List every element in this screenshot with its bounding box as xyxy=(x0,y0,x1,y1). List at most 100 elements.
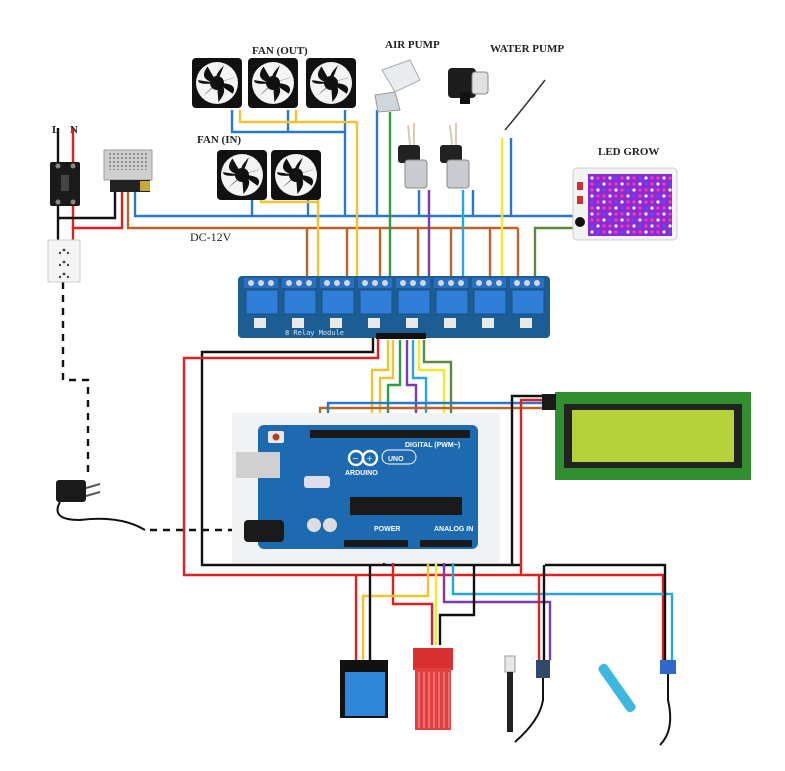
led-dot xyxy=(662,188,666,192)
label-led-grow: LED GROW xyxy=(598,146,659,158)
wire-dc12-drops xyxy=(305,228,520,278)
led-dot xyxy=(596,206,600,210)
led-dot xyxy=(668,206,672,210)
air-pump xyxy=(374,59,421,113)
led-dot xyxy=(590,212,594,216)
led-dot xyxy=(662,194,666,198)
led-dot xyxy=(626,224,630,228)
wires xyxy=(56,79,674,660)
led-dot xyxy=(638,218,642,222)
led-dot xyxy=(638,224,642,228)
arduino-logo-icon: − + xyxy=(347,449,379,467)
led-dot xyxy=(644,218,648,222)
wire-a2 xyxy=(442,540,552,660)
led-dot xyxy=(650,200,654,204)
led-dot xyxy=(632,194,636,198)
led-dot xyxy=(650,212,654,216)
led-dot xyxy=(638,230,642,234)
wire-psu-neutral xyxy=(73,192,124,230)
fan-out-2-icon xyxy=(248,58,298,108)
led-dot xyxy=(620,194,624,198)
arduino-model: UNO xyxy=(388,456,404,463)
wire-psu-live xyxy=(58,192,117,220)
wire-a0 xyxy=(361,540,430,660)
led-dot xyxy=(632,212,636,216)
led-dot xyxy=(632,218,636,222)
led-dot xyxy=(608,212,612,216)
led-dot xyxy=(632,224,636,228)
led-dot xyxy=(638,188,642,192)
led-dot xyxy=(626,218,630,222)
led-dot xyxy=(596,200,600,204)
led-dot xyxy=(626,212,630,216)
led-dot xyxy=(602,188,606,192)
led-dot xyxy=(650,194,654,198)
led-dot xyxy=(632,176,636,180)
relay-channel-7 xyxy=(472,278,507,328)
arduino-brand: ARDUINO xyxy=(345,470,378,477)
led-dot xyxy=(656,206,660,210)
relay-channel-8 xyxy=(510,278,545,328)
wire-relay-gnd xyxy=(200,338,520,567)
label-live: L xyxy=(52,124,59,136)
wire-ctrl-7 xyxy=(422,340,453,430)
svg-text:−: − xyxy=(352,454,359,463)
led-dot xyxy=(644,230,648,234)
led-dot xyxy=(614,188,618,192)
label-neutral: N xyxy=(70,124,78,136)
led-dot xyxy=(614,218,618,222)
wire-lcd-vcc xyxy=(519,398,545,575)
led-dot xyxy=(644,176,648,180)
label-dc-12v: DC-12V xyxy=(190,230,232,244)
led-dot xyxy=(602,182,606,186)
wire-sensor-gnd-bus xyxy=(368,563,667,660)
led-dot xyxy=(620,230,624,234)
svg-text:+: + xyxy=(366,454,373,463)
led-dot xyxy=(614,182,618,186)
fan-in-2-icon xyxy=(271,150,321,200)
lcd-display xyxy=(542,392,751,480)
led-dot xyxy=(650,188,654,192)
led-dot xyxy=(620,182,624,186)
relay-channel-4 xyxy=(358,278,393,328)
led-dot xyxy=(644,188,648,192)
arduino-power-header: POWER xyxy=(374,526,400,533)
dosing-pump-2 xyxy=(440,123,470,189)
led-dot xyxy=(668,188,672,192)
led-dot xyxy=(662,206,666,210)
ph-probe xyxy=(598,660,676,746)
led-dot xyxy=(608,182,612,186)
water-level-sensor xyxy=(413,648,453,730)
led-dot xyxy=(650,206,654,210)
fan-in-1-icon xyxy=(217,150,267,200)
led-dot xyxy=(662,176,666,180)
led-dot xyxy=(638,206,642,210)
led-dot xyxy=(608,200,612,204)
led-dot xyxy=(590,218,594,222)
wire-adapter-dashed xyxy=(61,282,90,475)
led-dot xyxy=(632,200,636,204)
led-dot xyxy=(608,206,612,210)
led-dot xyxy=(644,212,648,216)
led-dot xyxy=(662,200,666,204)
led-dot xyxy=(668,218,672,222)
led-dot xyxy=(596,188,600,192)
relay-channel-6 xyxy=(434,278,469,328)
led-dot xyxy=(626,188,630,192)
led-dot xyxy=(602,200,606,204)
led-dot xyxy=(614,200,618,204)
relay-channel-5 xyxy=(396,278,431,328)
led-dot xyxy=(668,224,672,228)
led-dot xyxy=(650,224,654,228)
led-dot xyxy=(620,206,624,210)
led-dot xyxy=(632,206,636,210)
label-fan-in: FAN (IN) xyxy=(197,134,241,146)
led-dot xyxy=(602,194,606,198)
led-dot xyxy=(620,200,624,204)
led-dot xyxy=(620,176,624,180)
wire-dc12-bus xyxy=(126,192,518,230)
fans xyxy=(192,58,356,200)
led-dot xyxy=(626,182,630,186)
wire-sensor-vcc-bus xyxy=(354,575,541,660)
